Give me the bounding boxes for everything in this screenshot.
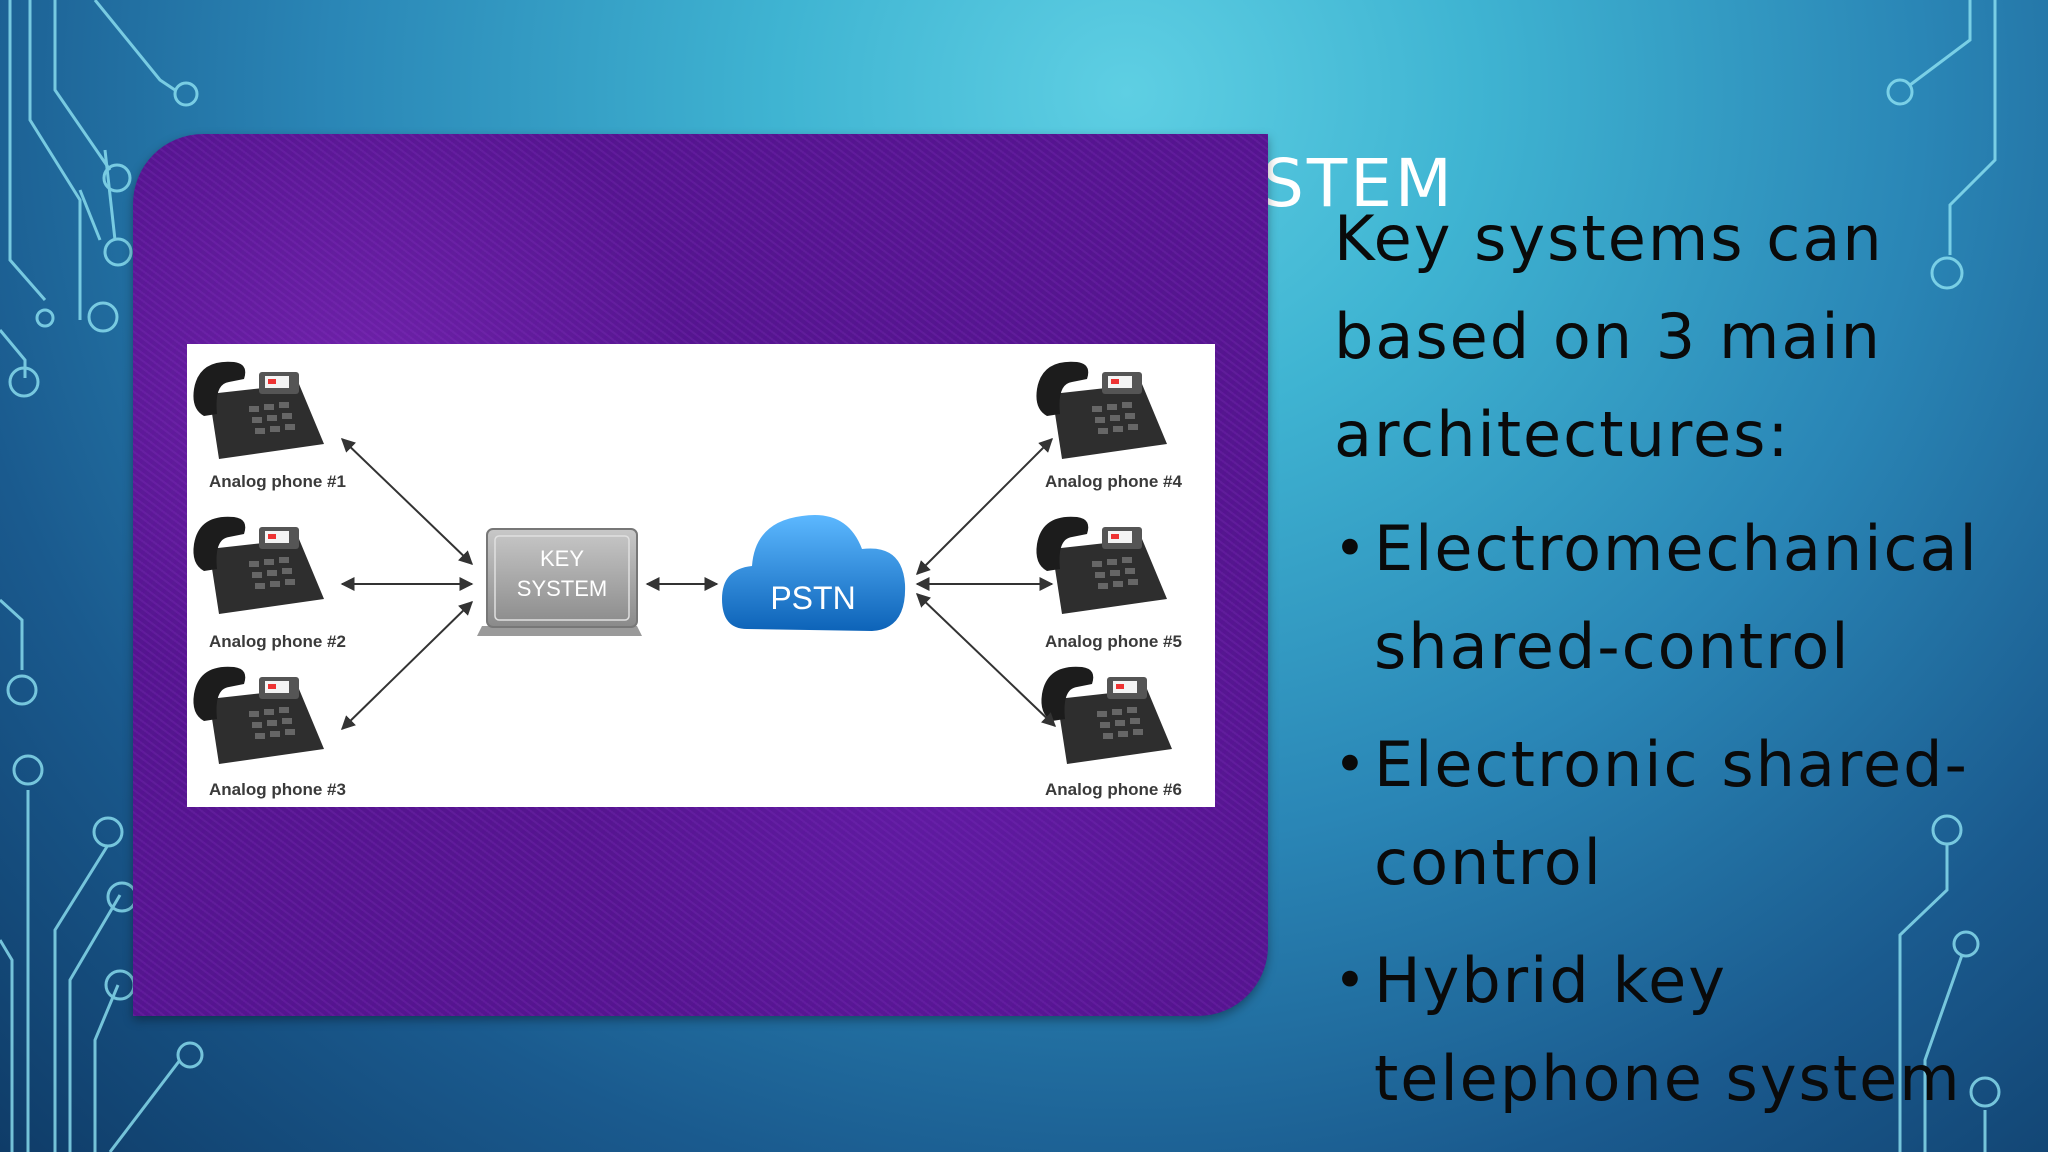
analog-phone-2-image (193, 516, 324, 614)
analog-phone-4-label: Analog phone #4 (1045, 472, 1182, 491)
svg-text:SYSTEM: SYSTEM (517, 576, 607, 601)
analog-phone-4-image (1036, 361, 1167, 459)
slide-body-text: Key systems can based on 3 main architec… (1334, 190, 2034, 1148)
key-system-diagram: KEY SYSTEM PSTN Analog phone #1 Analog p… (187, 344, 1215, 807)
analog-phone-5-label: Analog phone #5 (1045, 632, 1182, 651)
slide-title-fragment: STEM (1262, 145, 1455, 222)
analog-phone-2-label: Analog phone #2 (209, 632, 346, 651)
bullet-item: • Electromechanical shared-control (1334, 500, 2034, 696)
bullet-text: Electromechanical shared-control (1374, 512, 1979, 683)
key-system-box: KEY SYSTEM (477, 528, 642, 636)
bullet-text: Hybrid key telephone system (1374, 944, 1962, 1115)
bullet-item: • Electronic shared-control (1334, 716, 2034, 912)
bullet-marker: • (1334, 733, 1368, 796)
svg-text:PSTN: PSTN (770, 580, 855, 616)
analog-phone-3-label: Analog phone #3 (209, 780, 346, 799)
bullet-marker: • (1334, 517, 1368, 580)
analog-phone-1-image (193, 361, 324, 459)
analog-phone-1-label: Analog phone #1 (209, 472, 346, 491)
intro-text: Key systems can based on 3 main architec… (1334, 202, 1884, 471)
analog-phone-6-image (1041, 666, 1172, 764)
analog-phone-5-image (1036, 516, 1167, 614)
svg-text:KEY: KEY (540, 546, 584, 571)
analog-phone-6-label: Analog phone #6 (1045, 780, 1182, 799)
analog-phone-3-image (193, 666, 324, 764)
bullet-text: Electronic shared-control (1374, 728, 1969, 899)
pstn-cloud: PSTN (722, 514, 906, 631)
diagram-graphics: KEY SYSTEM PSTN (193, 361, 1172, 764)
bullet-item: • Hybrid key telephone system (1334, 932, 2034, 1128)
bullet-list: • Electromechanical shared-control • Ele… (1334, 500, 2034, 1128)
bullet-marker: • (1334, 949, 1368, 1012)
